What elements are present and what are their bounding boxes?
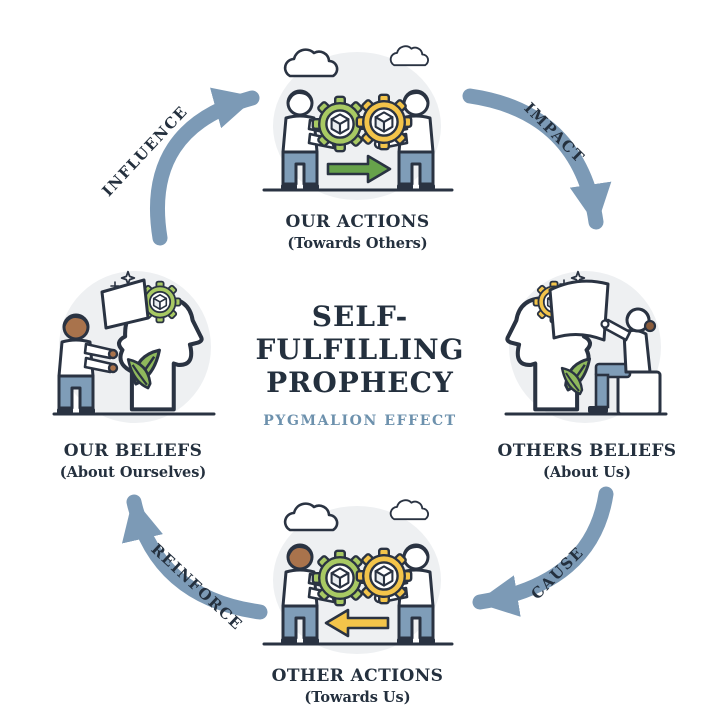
arrow-label-influence: INFLUENCE xyxy=(98,102,192,200)
others-beliefs-illustration xyxy=(504,270,668,423)
cloud-icon xyxy=(283,502,339,532)
our-actions-illustration xyxy=(262,45,454,200)
title-line-2: FULFILLING xyxy=(255,333,465,367)
cloud-icon xyxy=(389,499,430,521)
gear-icon xyxy=(357,549,411,603)
title-line-1: SELF- xyxy=(311,300,409,333)
right-arrow-icon xyxy=(326,154,392,184)
node-others-beliefs: OTHERS BELIEFS (About Us) xyxy=(492,262,682,481)
other-actions-illustration xyxy=(262,499,454,654)
arrow-label-impact: IMPACT xyxy=(520,99,589,167)
node-label-others-beliefs: OTHERS BELIEFS xyxy=(497,441,677,461)
node-our-actions: OUR ACTIONS (Towards Others) xyxy=(240,38,475,252)
cloud-icon xyxy=(389,45,430,67)
node-sublabel-our-actions: (Towards Others) xyxy=(287,235,428,252)
paper-sheet-icon xyxy=(548,279,610,342)
node-sublabel-other-actions: (Towards Us) xyxy=(304,689,411,706)
node-other-actions: OTHER ACTIONS (Towards Us) xyxy=(240,492,475,706)
diagram-title: SELF- FULFILLING PROPHECY PYGMALION EFFE… xyxy=(250,300,470,429)
sitting-person-figure xyxy=(588,307,657,413)
node-sublabel-our-beliefs: (About Ourselves) xyxy=(59,464,207,481)
node-label-other-actions: OTHER ACTIONS xyxy=(271,666,444,686)
paper-sheet-icon xyxy=(100,278,150,330)
node-label-our-beliefs: OUR BELIEFS xyxy=(63,441,203,461)
our-beliefs-illustration xyxy=(52,270,216,423)
gear-icon xyxy=(357,95,411,149)
cloud-icon xyxy=(283,48,339,78)
node-label-our-actions: OUR ACTIONS xyxy=(285,212,430,232)
title-line-3: PROPHECY xyxy=(266,366,454,400)
left-arrow-icon xyxy=(324,608,390,638)
arrow-label-cause: CAUSE xyxy=(527,542,588,604)
diagram-subtitle: PYGMALION EFFECT xyxy=(263,413,457,430)
node-our-beliefs: OUR BELIEFS (About Ourselves) xyxy=(38,262,228,481)
node-sublabel-others-beliefs: (About Us) xyxy=(543,464,631,481)
